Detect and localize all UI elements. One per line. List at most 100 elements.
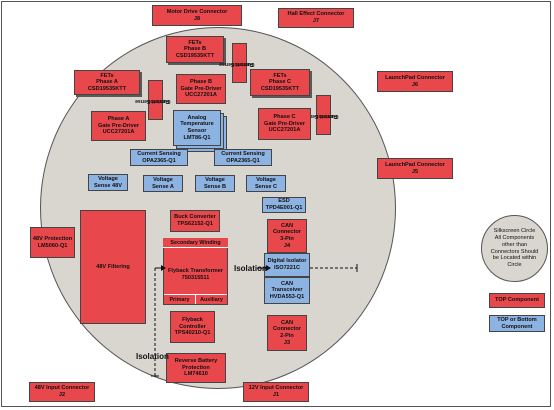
text-line: J4: [283, 242, 291, 249]
text-line: FETs: [273, 72, 287, 79]
text-line: Phase A: [96, 79, 118, 86]
text-line: Voltage: [153, 176, 173, 183]
text-line: Gate Pre-Driver: [263, 120, 306, 127]
text-line: 48V Protection: [32, 235, 73, 242]
text-line: Sense C: [254, 183, 278, 190]
text-line: 2-Pin: [280, 333, 294, 339]
text-line: J6: [411, 81, 419, 88]
text-line: CSD19535KTT: [175, 52, 215, 59]
text-line: Component: [501, 323, 533, 330]
text-line: Auxiliary: [200, 296, 223, 303]
text-line: Flyback: [182, 317, 203, 324]
text-line: Temperature: [180, 121, 214, 128]
text-line: TPS40210-Q1: [174, 330, 211, 337]
text-line: HVDA553-Q1: [269, 293, 305, 300]
text-line: Primary: [169, 296, 190, 303]
text-line: LM74610: [184, 371, 208, 378]
auxiliary-winding-label: Auxiliary: [196, 294, 227, 304]
text-line: CAN: [280, 222, 294, 229]
filtering-48v-block: 48V Filtering: [80, 210, 146, 324]
text-line: LM5060-Q1: [37, 242, 68, 249]
text-line: CSD19535KTT: [260, 85, 300, 92]
text-line: TPD4E001-Q1: [265, 205, 303, 211]
text-line: 750315511: [181, 275, 210, 281]
legend-top-component: TOP Component: [489, 293, 545, 308]
text-line: Circle: [507, 262, 522, 269]
isolation-label-bottom: Isolation: [136, 352, 169, 361]
text-line: Phase B: [183, 46, 207, 53]
text-line: Connectors Should: [490, 248, 539, 255]
text-line: Reverse Battery: [174, 358, 218, 365]
text-line: TPS62152-Q1: [177, 221, 213, 227]
text-line: LaunchPad Connector: [385, 161, 445, 168]
text-line: J5: [411, 168, 419, 175]
text-line: Phase B: [189, 79, 213, 86]
text-line: Protection: [182, 364, 210, 371]
text-line: 48V Filtering: [96, 263, 130, 270]
text-line: Gate Pre-Driver: [97, 122, 140, 129]
text-line: FETs: [188, 39, 202, 46]
text-line: Transceiver: [271, 287, 303, 294]
text-line: Gate Pre-Driver: [180, 85, 222, 92]
text-line: Analog: [187, 114, 207, 121]
text-line: Phase C: [268, 79, 292, 86]
text-line: Motor Drive Connector: [166, 8, 228, 15]
text-line: UCC27201A: [102, 129, 135, 136]
text-line: Current Sensing: [221, 150, 265, 157]
text-line: J7: [312, 18, 320, 24]
text-line: Voltage: [256, 176, 276, 183]
text-line: FETs: [100, 72, 114, 79]
text-line: UCC27201A: [268, 127, 301, 134]
text-line: other than: [501, 241, 528, 248]
text-line: Phase C: [273, 114, 296, 121]
text-line: LMT86-Q1: [183, 134, 211, 141]
text-line: Sensor: [187, 128, 207, 134]
text-line: Voltage: [205, 176, 225, 183]
text-line: UCC27201A: [185, 92, 217, 99]
text-line: Sense A: [152, 183, 174, 190]
text-line: CAN: [280, 319, 294, 326]
text-line: All Components: [494, 234, 535, 241]
text-line: J2: [58, 392, 66, 398]
text-line: Voltage: [98, 175, 118, 182]
primary-winding-label: Primary: [164, 294, 196, 304]
text-line: 48V Input Connector: [34, 385, 90, 392]
text-line: Digital Isolator: [267, 258, 307, 265]
text-line: Sense 48V: [94, 182, 122, 189]
text-line: be Located within: [492, 255, 537, 262]
text-line: Sense B: [203, 183, 227, 190]
text-line: Hall Effect Connector: [287, 11, 345, 18]
text-line: ISO7221C: [273, 265, 301, 271]
